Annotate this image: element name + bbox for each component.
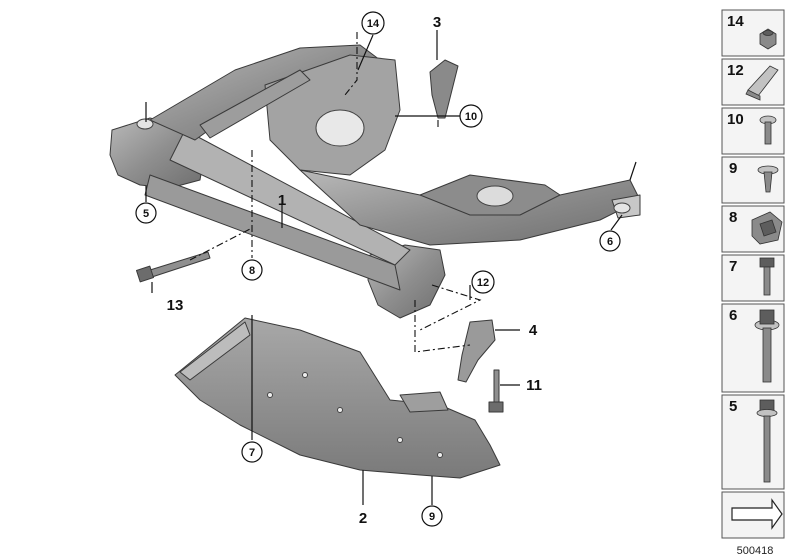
callout-5-circle: 5 <box>135 202 157 224</box>
legend-label-12: 12 <box>727 62 744 79</box>
direction-arrow-icon <box>731 498 783 530</box>
callout-1: 1 <box>278 192 286 209</box>
callout-12: 12 <box>477 277 489 289</box>
callout-14: 14 <box>367 18 380 30</box>
dashed-alignment-lines <box>189 32 482 353</box>
hex-bolt-icon <box>759 257 775 296</box>
document-number: 500418 <box>737 545 774 557</box>
callout-11: 11 <box>526 377 542 394</box>
long-bolt-icon <box>756 399 778 483</box>
flange-bolt-icon <box>754 309 780 383</box>
callout-12-circle: 12 <box>471 270 495 294</box>
bracket-part-3 <box>429 59 459 119</box>
underbody-shield-2 <box>174 317 501 479</box>
torx-screw-icon <box>759 115 777 145</box>
callout-8-circle: 8 <box>241 259 263 281</box>
callout-3: 3 <box>433 14 441 31</box>
legend-label-9: 9 <box>729 160 737 177</box>
hex-nut-icon <box>759 28 777 50</box>
bracket-clip-icon <box>745 65 779 101</box>
callout-6-circle: 6 <box>599 230 621 252</box>
expanding-rivet-icon <box>757 165 779 193</box>
bolt-13 <box>135 251 211 283</box>
bracket-part-4 <box>457 319 496 383</box>
callout-14-circle: 14 <box>361 11 385 35</box>
legend-label-6: 6 <box>729 307 737 324</box>
front-axle-subframe <box>109 44 641 319</box>
callout-5: 5 <box>143 208 149 220</box>
callout-8: 8 <box>249 265 255 277</box>
legend-label-10: 10 <box>727 111 744 128</box>
legend-label-8: 8 <box>729 209 737 226</box>
callout-2: 2 <box>359 510 367 527</box>
callout-7: 7 <box>249 447 255 459</box>
hardware-legend: 14 12 10 9 8 <box>721 9 785 557</box>
callout-4: 4 <box>529 322 538 339</box>
callout-10: 10 <box>465 111 477 123</box>
clip-nut-icon <box>751 211 783 245</box>
callout-10-circle: 10 <box>459 104 483 128</box>
legend-label-7: 7 <box>729 258 737 275</box>
bolt-11 <box>488 369 504 413</box>
legend-label-5: 5 <box>729 398 737 415</box>
callout-7-circle: 7 <box>241 441 263 463</box>
callout-13: 13 <box>167 297 184 314</box>
callout-9: 9 <box>429 511 435 523</box>
callout-9-circle: 9 <box>421 505 443 527</box>
callout-6: 6 <box>607 236 613 248</box>
leader-lines <box>145 30 637 505</box>
legend-label-14: 14 <box>727 13 744 30</box>
